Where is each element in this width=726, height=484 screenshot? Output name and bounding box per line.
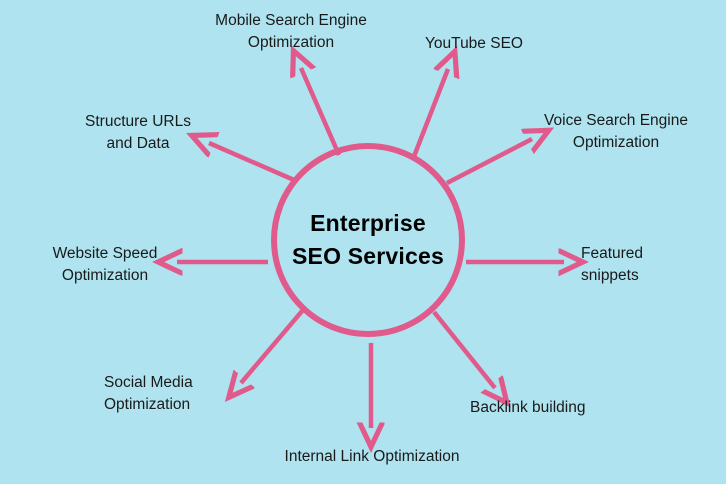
node-label-internal-link-optimization: Internal Link Optimization <box>284 448 460 465</box>
arrow-mobile-search-engine-optimization <box>301 68 342 156</box>
node-label-social-media-optimization: Social Media Optimization <box>104 374 193 413</box>
arrow-voice-search-engine-optimization <box>445 139 532 185</box>
node-label-mobile-search-engine-optimization: Mobile Search Engine Optimization <box>215 12 367 51</box>
hub-circle <box>271 143 465 337</box>
node-label-youtube-seo: YouTube SEO <box>425 35 523 52</box>
node-label-backlink-building: Backlink building <box>470 399 586 416</box>
node-label-featured-snippets: Featured snippets <box>581 245 644 284</box>
node-label-website-speed-optimization: Website Speed Optimization <box>52 245 158 284</box>
arrow-youtube-seo <box>410 69 448 160</box>
node-label-structure-urls-and-data: Structure URLs and Data <box>85 113 191 152</box>
arrow-backlink-building <box>432 310 495 388</box>
hub-label: Enterprise SEO Services <box>271 143 465 337</box>
arrow-social-media-optimization <box>241 308 305 383</box>
arrow-structure-urls-and-data <box>209 143 295 183</box>
hub-label-line1: Enterprise <box>310 209 426 236</box>
node-label-voice-search-engine-optimization: Voice Search Engine Optimization <box>544 112 688 151</box>
hub-label-line2: SEO Services <box>291 243 444 269</box>
